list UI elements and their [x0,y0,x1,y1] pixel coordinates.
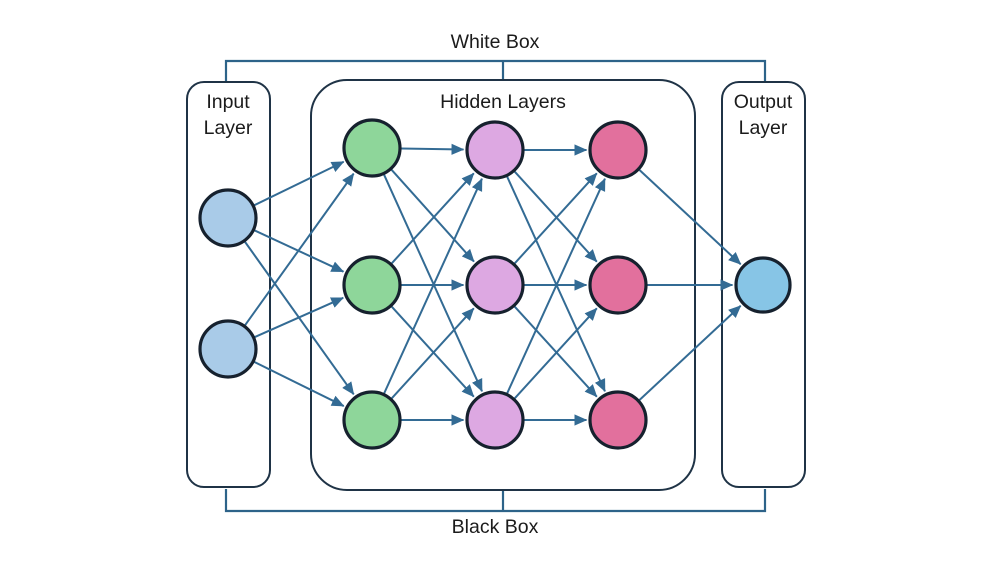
connection-h1-1-to-h2-3 [383,174,483,393]
neuron-h3-3[interactable] [588,390,648,450]
connection-h2-2-to-h3-3 [513,305,598,398]
neuron-in-2[interactable] [198,319,258,379]
white-box-label: White Box [451,31,540,53]
connection-h1-2-to-h2-1 [390,172,475,265]
output-layer-label-line1: Output [734,91,793,113]
neuron-h1-1[interactable] [342,118,402,178]
neuron-in-1[interactable] [198,188,258,248]
bracket-group [224,59,767,513]
connection-group [244,143,742,426]
input-layer-label-line1: Input [206,91,250,113]
connection-h2-3-to-h3-2 [513,307,598,400]
neuron-h2-2[interactable] [465,255,525,315]
neuron-h1-3[interactable] [342,390,402,450]
connection-in-2-to-h1-3 [253,360,345,407]
white-box-bracket [224,59,767,83]
connection-h1-2-to-h2-3 [390,305,475,398]
connection-h1-1-to-h2-2 [390,168,475,263]
connection-in-1-to-h1-1 [253,160,345,207]
connection-in-2-to-h1-2 [254,296,344,339]
connection-h2-2-to-h3-1 [513,172,598,265]
black-box-label: Black Box [452,516,539,538]
neuron-out-1[interactable] [734,256,792,314]
connection-h2-3-to-h3-1 [506,177,606,395]
neuron-h2-3[interactable] [465,390,525,450]
connection-h1-3-to-h2-2 [390,307,475,400]
container-input-layer[interactable] [186,81,271,488]
input-layer-label-line2: Layer [204,117,253,139]
connection-h2-1-to-h3-2 [513,170,598,263]
connection-h1-3-to-h2-1 [383,177,483,395]
hidden-layers-label-line1: Hidden Layers [440,91,566,113]
connection-h1-1-to-h2-1 [400,143,465,155]
connection-in-2-to-h1-1 [244,172,355,327]
neuron-h3-2[interactable] [588,255,648,315]
neuron-h2-1[interactable] [465,120,525,180]
connection-h3-1-to-out-1 [638,169,742,265]
black-box-bracket [224,489,767,513]
neuron-h3-1[interactable] [588,120,648,180]
output-layer-label-line2: Layer [739,117,788,139]
node-group [198,118,792,450]
connection-h3-3-to-out-1 [638,305,742,401]
neuron-h1-2[interactable] [342,255,402,315]
